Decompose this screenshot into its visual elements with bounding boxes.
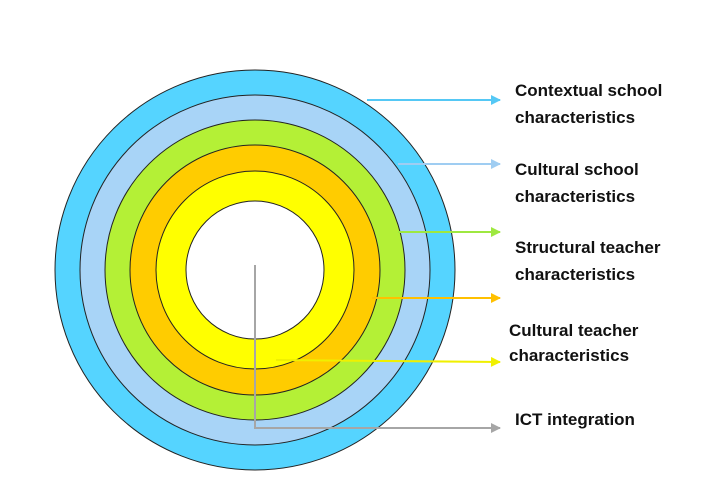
label-structural-teacher-line2: characteristics: [515, 265, 635, 284]
label-contextual-school-line2: characteristics: [515, 108, 635, 127]
label-cultural-school-line2: characteristics: [515, 187, 635, 206]
labels-group: Contextual school characteristics Cultur…: [509, 81, 662, 429]
label-cultural-teacher-line1: Cultural teacher: [509, 321, 639, 340]
label-ict-integration: ICT integration: [515, 410, 635, 429]
label-cultural-teacher-line2: characteristics: [509, 346, 629, 365]
label-contextual-school-line1: Contextual school: [515, 81, 662, 100]
arrow-cultural-teacher-yellow: [275, 356, 501, 367]
label-structural-teacher-line1: Structural teacher: [515, 238, 661, 257]
arrow-ict-integration: [254, 265, 501, 433]
label-cultural-school-line1: Cultural school: [515, 160, 639, 179]
arrows-group: [254, 95, 501, 433]
